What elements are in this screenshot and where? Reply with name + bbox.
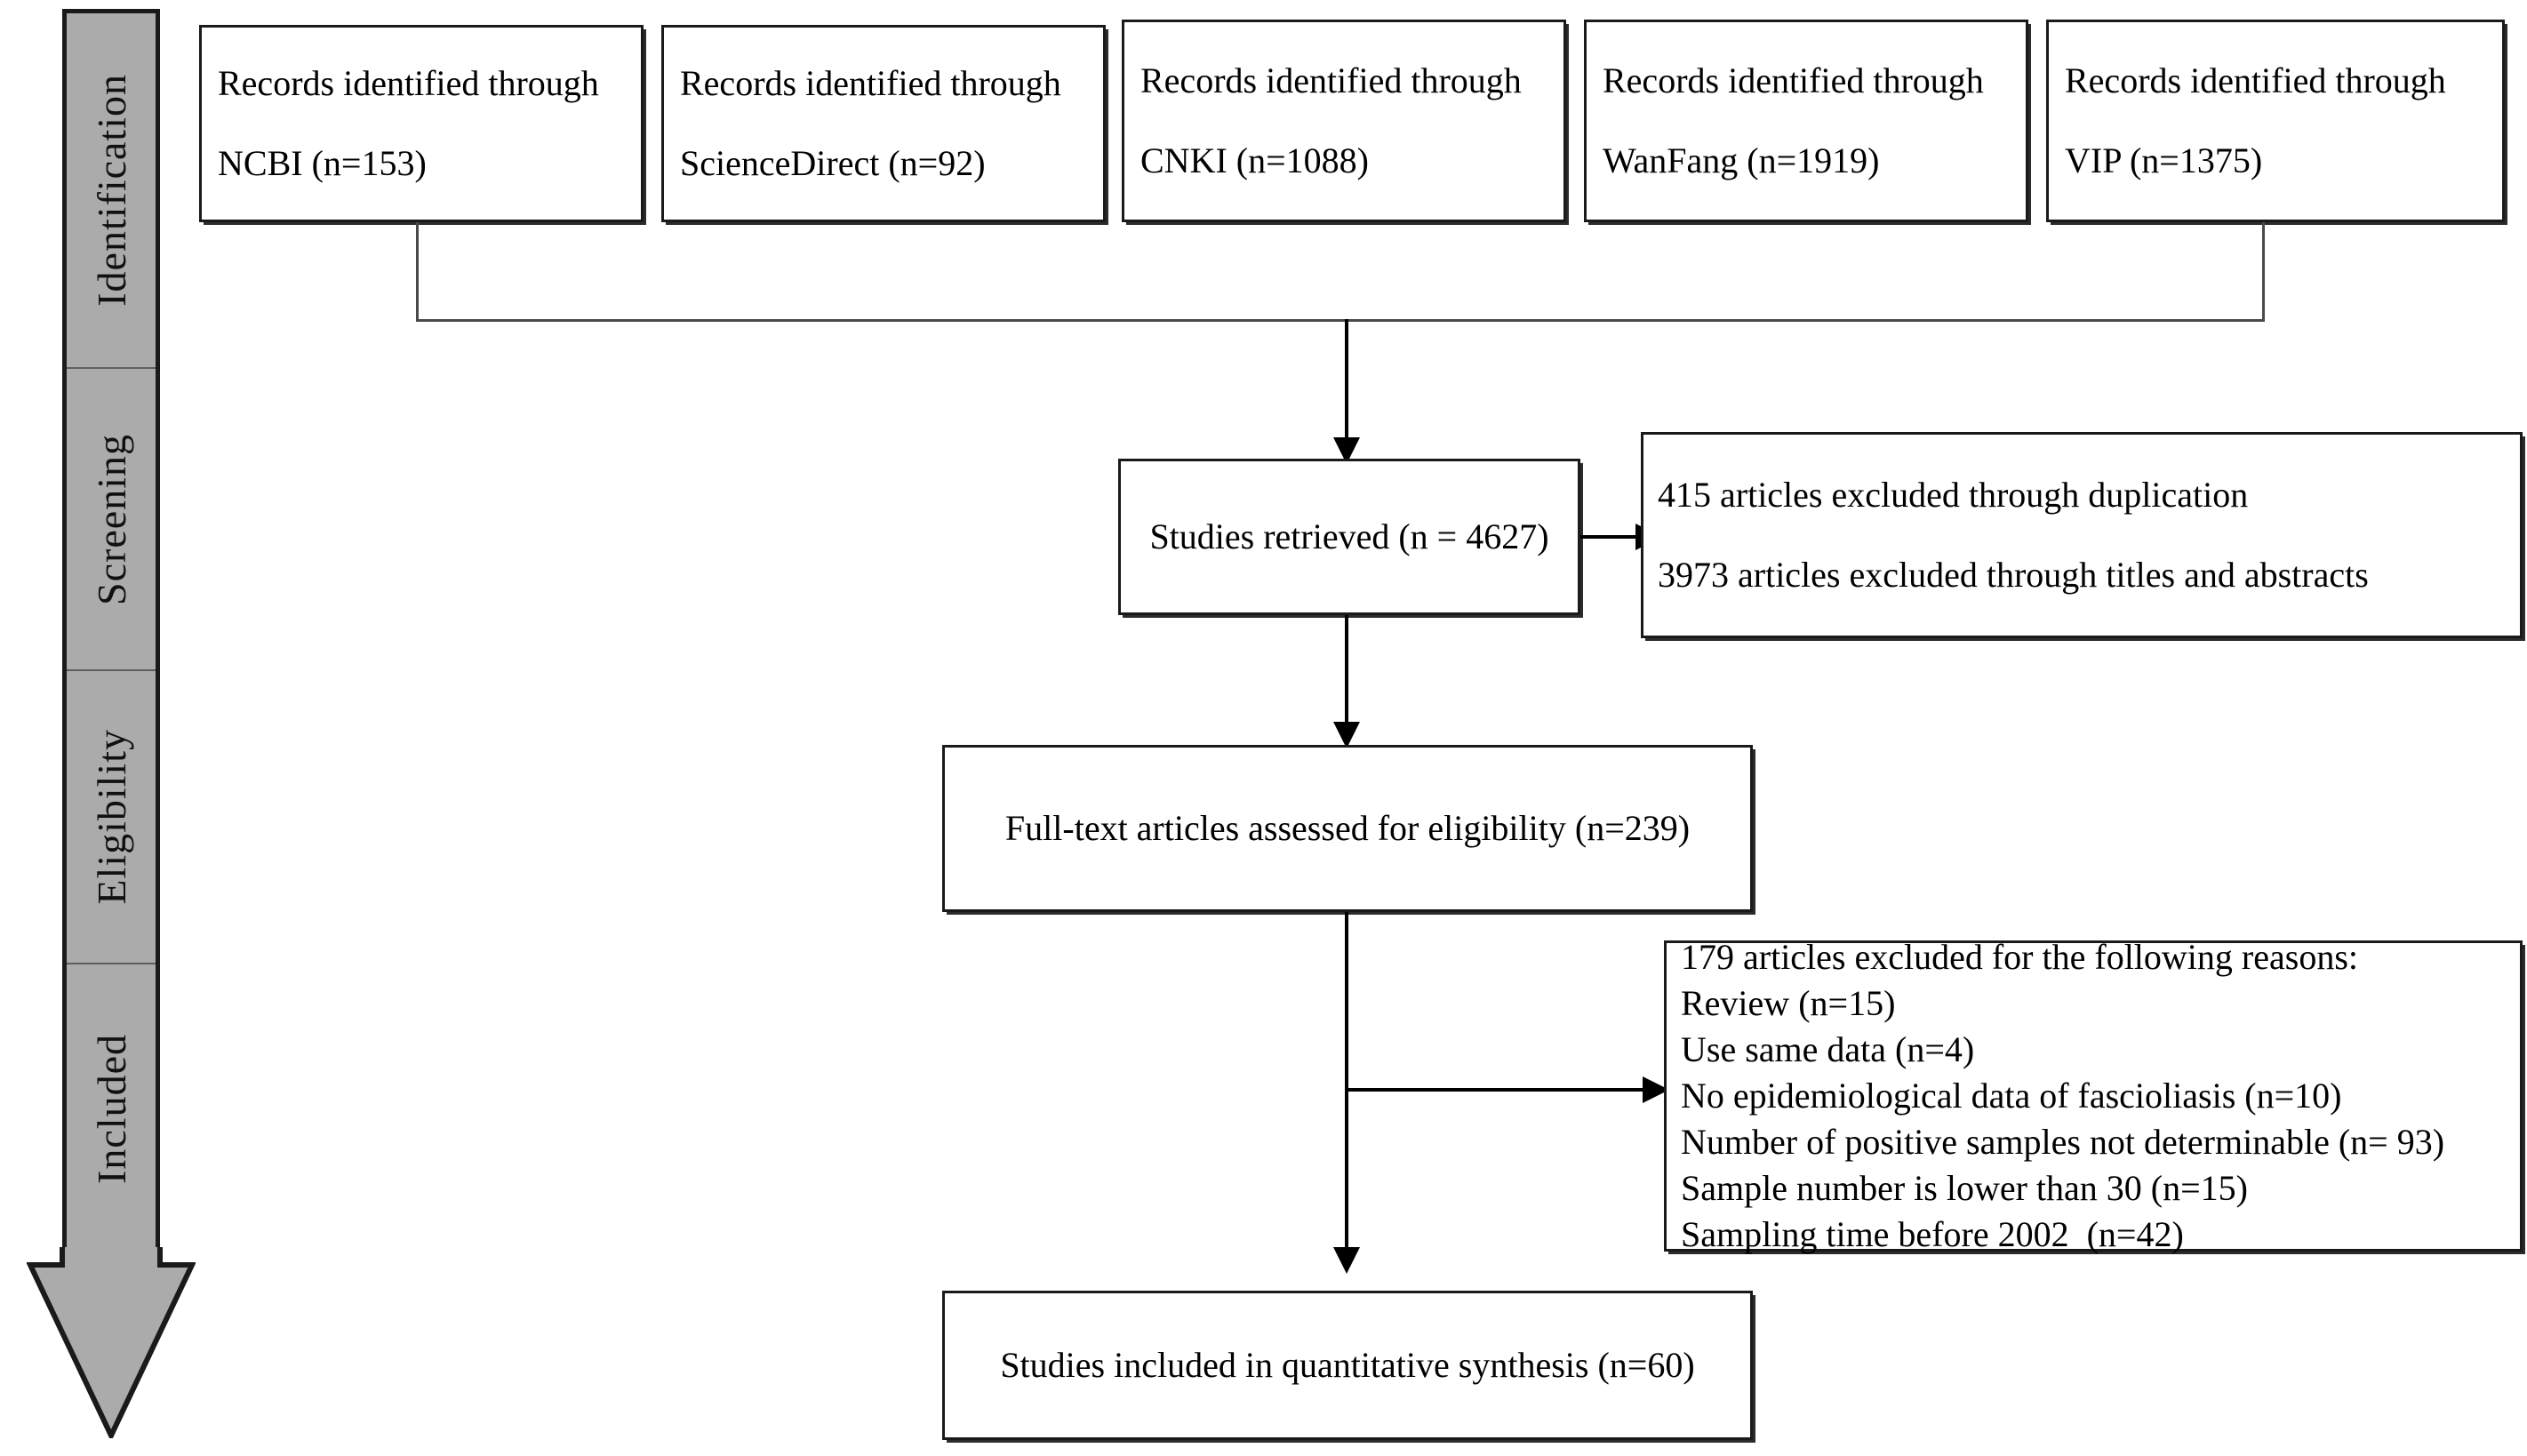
stage-arrow-shaft: Identification Screening Eligibility Inc… [62,9,160,1249]
exclusion-reason-line: Sample number is lower than 30 (n=15) [1681,1168,2248,1208]
box-exclusion-reasons: 179 articles excluded for the following … [1664,937,2523,1254]
source-box-sciencedirect: Records identified through ScienceDirect… [661,25,1106,222]
connector-merge-horizontal [416,319,2265,322]
source-box-vip-line2: VIP (n=1375) [2065,140,2263,180]
source-box-sciencedirect-line1: Records identified through [680,63,1061,103]
connector-merge-left-stub [416,222,419,322]
source-box-vip: Records identified through VIP (n=1375) [2046,20,2505,222]
box-studies-retrieved-text: Studies retrieved (n = 4627) [1149,516,1549,556]
stage-label-included: Included [88,1034,134,1184]
source-box-wanfang-line2: WanFang (n=1919) [1603,140,1880,180]
stage-cell-identification: Identification [67,13,156,369]
connector-eligibility-to-included [1345,912,1348,1262]
exclusion-reason-line: Sampling time before 2002 (n=42) [1681,1214,2184,1254]
source-box-ncbi: Records identified through NCBI (n=153) [199,25,644,222]
stage-arrow-head [27,1247,196,1438]
source-box-wanfang: Records identified through WanFang (n=19… [1584,20,2028,222]
connector-merge-to-retrieved [1345,319,1348,451]
stage-cell-screening: Screening [67,369,156,671]
box-studies-included-text: Studies included in quantitative synthes… [1000,1345,1695,1385]
connector-retrieved-to-screening-exclusions [1580,535,1643,539]
connector-merge-right-stub [2262,222,2265,322]
source-box-vip-line1: Records identified through [2065,60,2446,100]
stage-cell-eligibility: Eligibility [67,671,156,964]
box-fulltext-assessed-text: Full-text articles assessed for eligibil… [1004,808,1691,848]
box-fulltext-assessed: Full-text articles assessed for eligibil… [942,745,1753,912]
screening-exclusion-line: 415 articles excluded through duplicatio… [1658,475,2249,515]
source-box-wanfang-line1: Records identified through [1603,60,1984,100]
source-box-ncbi-line1: Records identified through [218,63,599,103]
arrowhead-to-included [1333,1247,1360,1274]
source-box-cnki-line2: CNKI (n=1088) [1140,140,1369,180]
arrowhead-to-eligibility [1333,722,1360,748]
stage-cell-included: Included [67,964,156,1253]
source-box-ncbi-line2: NCBI (n=153) [218,143,427,183]
source-box-cnki: Records identified through CNKI (n=1088) [1122,20,1566,222]
exclusion-reason-line: 179 articles excluded for the following … [1681,937,2358,977]
screening-exclusion-line: 3973 articles excluded through titles an… [1658,555,2369,595]
exclusion-reason-line: Use same data (n=4) [1681,1029,1975,1069]
box-studies-included: Studies included in quantitative synthes… [942,1291,1753,1440]
exclusion-reason-line: Number of positive samples not determina… [1681,1122,2445,1162]
connector-retrieved-to-eligibility [1345,615,1348,737]
stage-arrow: Identification Screening Eligibility Inc… [27,9,196,1440]
source-box-cnki-line1: Records identified through [1140,60,1522,100]
connector-eligibility-to-exclusion-reasons [1345,1088,1656,1092]
stage-label-screening: Screening [88,433,134,605]
box-studies-retrieved: Studies retrieved (n = 4627) [1118,459,1580,615]
box-screening-exclusions: 415 articles excluded through duplicatio… [1641,432,2523,638]
stage-label-eligibility: Eligibility [88,729,134,905]
stage-label-identification: Identification [88,74,134,307]
source-box-sciencedirect-line2: ScienceDirect (n=92) [680,143,986,183]
exclusion-reason-line: Review (n=15) [1681,983,1896,1023]
exclusion-reason-line: No epidemiological data of fascioliasis … [1681,1076,2342,1116]
